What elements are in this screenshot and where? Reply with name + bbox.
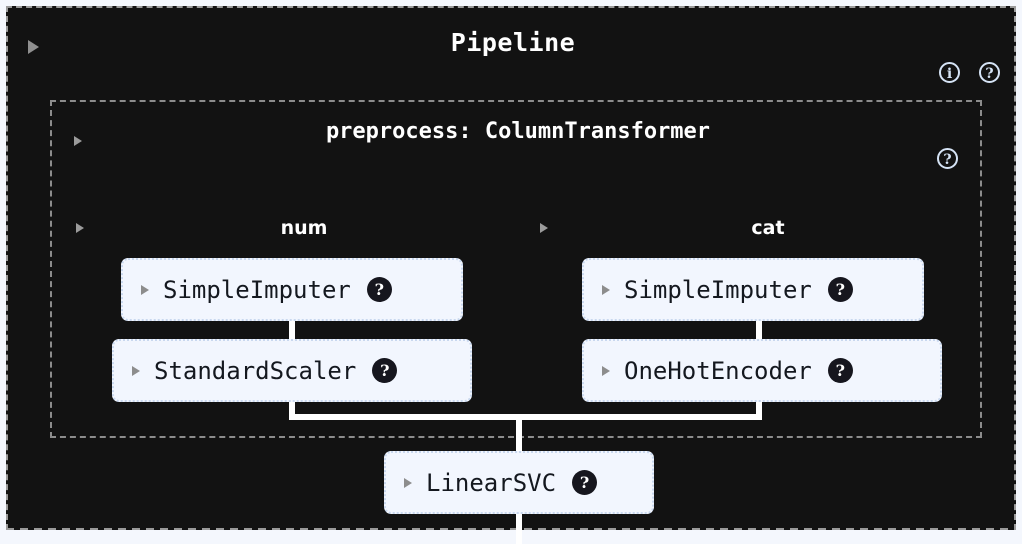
connector-num-down <box>289 396 295 420</box>
estimator-label: OneHotEncoder <box>624 356 812 385</box>
estimator-label: SimpleImputer <box>624 275 812 304</box>
column-transformer-toggle[interactable] <box>74 131 82 150</box>
connector-output-vertical <box>516 508 522 544</box>
column-group-label-cat: cat <box>751 217 785 239</box>
pipeline-toggle[interactable] <box>28 39 39 58</box>
documentation-link-icon[interactable]: ? <box>827 277 853 302</box>
connector-merge-horizontal <box>289 414 762 420</box>
estimator-toggle[interactable] <box>141 280 149 299</box>
estimator-cat-simpleimputer[interactable]: SimpleImputer ? <box>582 258 924 321</box>
estimator-toggle[interactable] <box>132 361 140 380</box>
estimator-num-simpleimputer[interactable]: SimpleImputer ? <box>121 258 463 321</box>
estimator-linearsvc[interactable]: LinearSVC ? <box>384 451 654 514</box>
connector-cat-vertical <box>756 314 762 346</box>
estimator-label: StandardScaler <box>154 356 357 385</box>
triangle-right-icon <box>76 223 84 233</box>
connector-center-vertical <box>516 414 522 458</box>
connector-cat-down <box>756 396 762 420</box>
estimator-label: LinearSVC <box>426 468 557 497</box>
documentation-link-icon[interactable]: ? <box>572 470 598 495</box>
column-group-label-num: num <box>280 217 328 239</box>
triangle-right-icon <box>602 366 610 376</box>
triangle-right-icon <box>540 223 548 233</box>
estimator-toggle[interactable] <box>602 280 610 299</box>
triangle-right-icon <box>132 366 140 376</box>
estimator-toggle[interactable] <box>404 473 412 492</box>
documentation-link-icon[interactable]: ? <box>827 358 853 383</box>
estimator-cat-onehotencoder[interactable]: OneHotEncoder ? <box>582 339 942 402</box>
triangle-right-icon <box>141 285 149 295</box>
estimator-toggle[interactable] <box>602 361 610 380</box>
question-circle-icon-column-transformer[interactable]: ? <box>937 148 958 169</box>
info-circle-icon[interactable]: i <box>939 62 960 83</box>
triangle-right-icon <box>602 285 610 295</box>
pipeline-container-bottom-border <box>6 528 1016 530</box>
column-group-num[interactable]: num <box>76 217 532 245</box>
estimator-label: SimpleImputer <box>163 275 351 304</box>
column-group-cat[interactable]: cat <box>540 217 996 245</box>
page-title: Pipeline <box>450 28 576 57</box>
documentation-link-icon[interactable]: ? <box>366 277 392 302</box>
estimator-num-standardscaler[interactable]: StandardScaler ? <box>112 339 472 402</box>
connector-num-vertical <box>289 314 295 346</box>
pipeline-container[interactable]: Pipeline i ? preprocess: ColumnTransform… <box>6 6 1016 544</box>
question-circle-icon[interactable]: ? <box>979 62 1000 83</box>
triangle-right-icon <box>74 136 82 146</box>
triangle-right-icon <box>28 40 39 54</box>
documentation-link-icon[interactable]: ? <box>372 358 398 383</box>
column-transformer-title: preprocess: ColumnTransformer <box>325 119 711 144</box>
triangle-right-icon <box>404 478 412 488</box>
